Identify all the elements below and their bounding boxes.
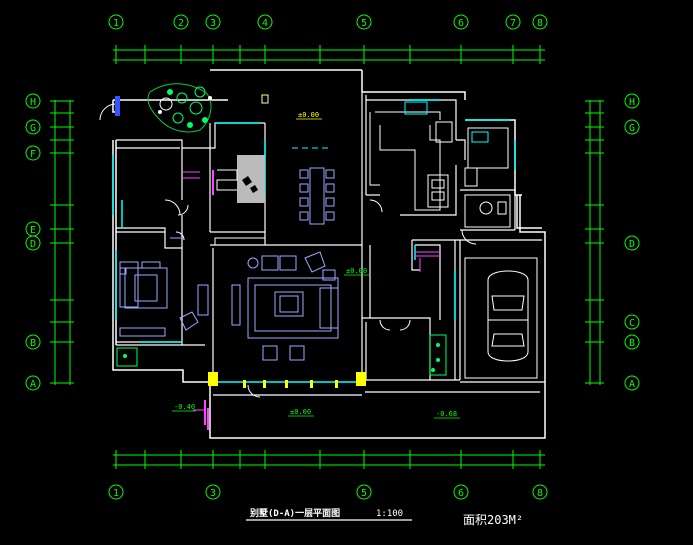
grid-label-top-7: 7 (510, 18, 516, 29)
grid-axis-left: H G F E D B A (25, 93, 41, 391)
drawing-scale: 1:100 (376, 509, 403, 519)
grid-label-left-G: G (30, 123, 36, 134)
grid-bubble-right-H (624, 93, 640, 109)
grid-label-bottom-1: 1 (113, 488, 119, 499)
living-room-set (231, 251, 339, 361)
grid-bubble-right-A (624, 375, 640, 391)
grid-label-bottom-6: 6 (458, 488, 464, 499)
drawing-caption: 别墅(D-A)一层平面图 1:100 面积203M² (246, 507, 523, 527)
grid-label-right-G: G (629, 123, 635, 134)
grid-label-right-H: H (629, 97, 635, 108)
lower-right-planting (116, 334, 447, 376)
grid-label-bottom-8: 8 (537, 488, 543, 499)
grid-label-top-3: 3 (210, 18, 216, 29)
level-label-living: ±0.00 (346, 267, 367, 275)
grid-label-left-E: E (30, 225, 36, 236)
grid-bubble-top-5 (356, 14, 372, 30)
garage-car (464, 257, 538, 379)
grid-bubble-left-G (25, 119, 41, 135)
grid-bubble-right-G (624, 119, 640, 135)
grid-label-top-4: 4 (262, 18, 268, 29)
dimension-ticks-right (585, 100, 604, 384)
grid-label-top-5: 5 (361, 18, 367, 29)
grid-bubble-right-B (624, 334, 640, 350)
exterior-walls (112, 69, 546, 439)
grid-label-bottom-5: 5 (361, 488, 367, 499)
grid-bubble-top-8 (532, 14, 548, 30)
grid-bubble-top-3 (205, 14, 221, 30)
grid-bubble-bottom-1 (108, 484, 124, 500)
garden-planting (115, 83, 269, 133)
dimension-ticks-left (50, 100, 74, 384)
grid-bubble-left-D (25, 235, 41, 251)
grid-label-left-H: H (30, 97, 36, 108)
grid-bubble-bottom-3 (205, 484, 221, 500)
grid-bubble-left-A (25, 375, 41, 391)
floor-area: 面积203M² (463, 513, 523, 527)
grid-bubble-bottom-6 (453, 484, 469, 500)
grid-bubble-top-6 (453, 14, 469, 30)
grid-label-left-D: D (30, 239, 36, 250)
drawing-title: 别墅(D-A)一层平面图 (249, 507, 340, 519)
grid-label-left-A: A (30, 379, 36, 390)
kitchen-fixtures (369, 101, 453, 211)
level-label-right-step: -0.68 (436, 410, 457, 418)
grid-label-left-F: F (30, 149, 36, 160)
grid-axis-bottom: 1 3 5 6 8 (108, 484, 548, 500)
bathroom-fixtures (464, 127, 511, 228)
grid-bubble-right-D (624, 235, 640, 251)
dining-set (299, 167, 335, 225)
grid-bubble-bottom-8 (532, 484, 548, 500)
level-label-hall: ±0.00 (298, 111, 319, 119)
level-labels: ±0.00 ±0.00 ±0.00 -0.40 -0.68 (172, 111, 460, 419)
bedroom-set (119, 237, 209, 337)
dimension-ticks-top (115, 45, 541, 64)
grid-label-top-8: 8 (537, 18, 543, 29)
grid-axis-right: H G D C B A (624, 93, 640, 391)
grid-label-top-1: 1 (113, 18, 119, 29)
grid-bubble-top-1 (108, 14, 124, 30)
grid-axis-top: 1 2 3 4 5 6 7 8 (108, 14, 548, 30)
grid-bubble-bottom-5 (356, 484, 372, 500)
level-label-terrace: ±0.00 (290, 408, 311, 416)
grid-bubble-top-4 (257, 14, 273, 30)
doors (99, 103, 477, 430)
grid-bubble-left-F (25, 145, 41, 161)
level-label-left-step: -0.40 (174, 403, 195, 411)
grid-label-right-D: D (629, 239, 635, 250)
interior-walls (116, 92, 545, 396)
stair (214, 155, 266, 246)
dimension-ticks-bottom (115, 450, 541, 469)
grid-bubble-left-H (25, 93, 41, 109)
grid-bubble-top-2 (173, 14, 189, 30)
grid-bubble-left-B (25, 334, 41, 350)
grid-bubble-top-7 (505, 14, 521, 30)
grid-label-bottom-3: 3 (210, 488, 216, 499)
living-south-doors (208, 372, 366, 388)
grid-label-right-B: B (629, 338, 635, 349)
grid-bubble-right-C (624, 314, 640, 330)
grid-label-right-C: C (629, 318, 635, 329)
grid-label-left-B: B (30, 338, 36, 349)
grid-label-right-A: A (629, 379, 635, 390)
grid-label-top-6: 6 (458, 18, 464, 29)
grid-label-top-2: 2 (178, 18, 184, 29)
